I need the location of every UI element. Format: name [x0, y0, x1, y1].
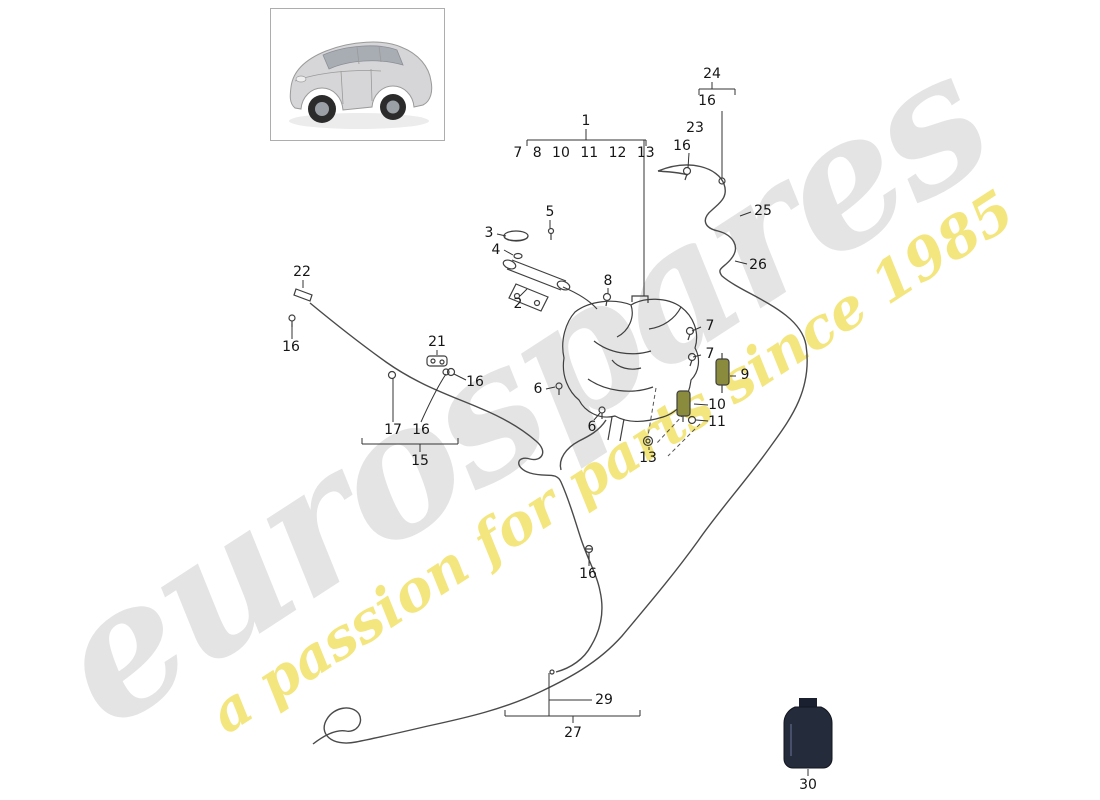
screw-5	[547, 227, 555, 240]
callout-10[interactable]: 10	[708, 397, 726, 413]
callout-25[interactable]: 25	[754, 203, 772, 219]
callout-16-top[interactable]: 16	[698, 93, 716, 109]
hose-left	[309, 302, 603, 673]
clip-7-lower	[687, 352, 697, 367]
callout-9[interactable]: 9	[740, 367, 750, 383]
callout-26[interactable]: 26	[749, 257, 767, 273]
screw-6-lower	[598, 406, 606, 419]
callout-6-lower[interactable]: 6	[587, 419, 597, 435]
bracket-21	[426, 355, 448, 367]
clip-16-bracket	[442, 368, 450, 376]
leader-lines	[291, 82, 809, 776]
callout-30[interactable]: 30	[799, 777, 817, 793]
callout-16-left[interactable]: 16	[282, 339, 300, 355]
callout-15[interactable]: 15	[411, 453, 429, 469]
car-windows	[322, 45, 404, 70]
callout-17[interactable]: 17	[384, 422, 402, 438]
seal-ring-11	[687, 415, 697, 425]
part-drawings	[288, 166, 730, 675]
screw-6-upper	[555, 382, 563, 395]
washer-pump-10	[676, 390, 691, 422]
vehicle-thumbnail-box	[270, 8, 445, 141]
callout-2[interactable]: 2	[513, 296, 523, 312]
car-headlight	[295, 75, 307, 83]
callout-21[interactable]: 21	[428, 334, 446, 350]
callout-5[interactable]: 5	[545, 204, 555, 220]
callout-7-upper[interactable]: 7	[705, 318, 715, 334]
filler-neck	[502, 259, 598, 312]
clip-7-upper	[685, 326, 695, 341]
callout-group-list[interactable]: 7 8 10 11 12 13	[513, 145, 655, 161]
callout-27[interactable]: 27	[564, 725, 582, 741]
clip-17	[387, 370, 397, 380]
callout-22[interactable]: 22	[293, 264, 311, 280]
callout-1[interactable]: 1	[581, 113, 591, 129]
washer-pump-9	[715, 353, 730, 393]
callout-13[interactable]: 13	[639, 450, 657, 466]
hose-right-long	[312, 164, 808, 745]
clip-23	[682, 166, 692, 181]
hose-paths	[309, 164, 808, 745]
car-illustration	[289, 41, 433, 129]
grommet-13	[642, 435, 654, 447]
washer-reservoir	[562, 295, 700, 442]
callout-16-bracket[interactable]: 16	[412, 422, 430, 438]
callout-24[interactable]: 24	[703, 66, 721, 82]
callout-4[interactable]: 4	[491, 242, 501, 258]
clip-8	[602, 292, 612, 307]
callout-16-mid[interactable]: 16	[466, 374, 484, 390]
oil-bottle-icon	[783, 698, 833, 769]
callout-16-under-23[interactable]: 16	[673, 138, 691, 154]
hose-reservoir-drain	[559, 419, 607, 471]
filler-cap	[503, 230, 529, 260]
callout-7-lower[interactable]: 7	[705, 346, 715, 362]
nozzle-22	[293, 288, 313, 302]
callout-23[interactable]: 23	[686, 120, 704, 136]
callout-29[interactable]: 29	[595, 692, 613, 708]
hose-junction	[549, 669, 555, 675]
callout-8[interactable]: 8	[603, 273, 613, 289]
dashed-guides	[647, 387, 701, 457]
callout-6-upper[interactable]: 6	[533, 381, 543, 397]
callout-11[interactable]: 11	[708, 414, 726, 430]
clip-16-mid	[446, 367, 456, 377]
callout-3[interactable]: 3	[484, 225, 494, 241]
callout-16-bottom[interactable]: 16	[579, 566, 597, 582]
